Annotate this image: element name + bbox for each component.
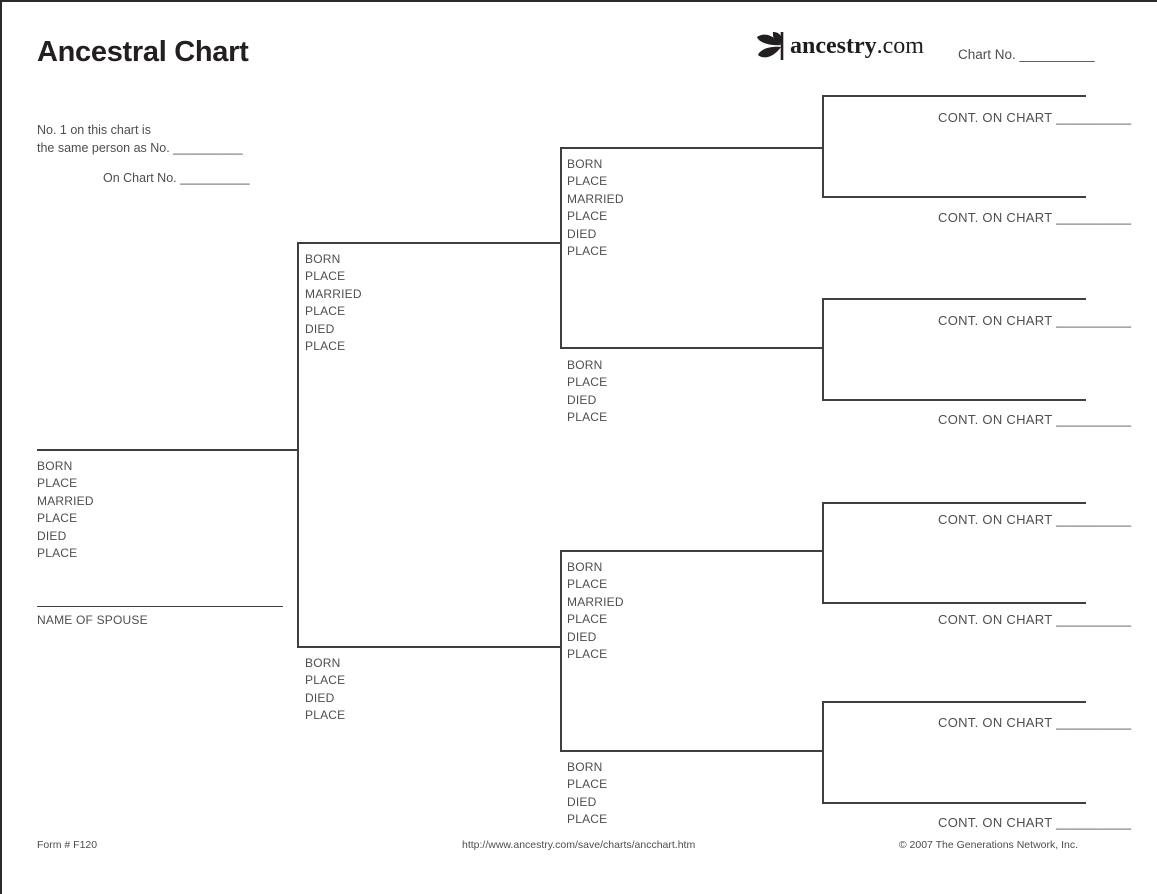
field-label: BORN [567, 157, 603, 171]
gen4-bracket-4 [822, 701, 824, 803]
field-label: PLACE [567, 612, 608, 627]
paternal-grandmother-line [560, 347, 823, 349]
gen4-bracket-3 [822, 502, 824, 603]
field-label: PLACE [37, 511, 78, 526]
field-label: PLACE [567, 577, 608, 592]
field-label: BORN [567, 560, 603, 574]
field-label: PLACE [305, 339, 346, 354]
field-label: BORN [567, 358, 603, 372]
field-label: DIED [567, 392, 597, 407]
great-grandparent-line-3 [822, 298, 1086, 300]
father-fields: BORN PLACE MARRIED PLACE DIED PLACE [305, 251, 362, 355]
paternal-grandfather-fields: BORN PLACE MARRIED PLACE DIED PLACE [567, 156, 624, 260]
maternal-grandfather-fields: BORN PLACE MARRIED PLACE DIED PLACE [567, 559, 624, 663]
field-label: PLACE [567, 174, 608, 189]
gen2-bracket-line [297, 242, 299, 648]
maternal-grandmother-fields: BORN PLACE DIED PLACE [567, 759, 607, 829]
great-grandparent-line-2 [822, 196, 1086, 198]
page-border-top [0, 0, 1157, 2]
person1-fields: BORN PLACE MARRIED PLACE DIED PLACE [37, 458, 94, 562]
gen4-bracket-1 [822, 95, 824, 198]
cont-on-chart-label-8: CONT. ON CHART __________ [938, 815, 1132, 830]
field-label: DIED [567, 226, 597, 241]
ancestry-logo: ancestry.com [752, 30, 924, 62]
field-label: PLACE [567, 812, 608, 827]
field-label: PLACE [567, 777, 608, 792]
great-grandparent-line-6 [822, 602, 1086, 604]
field-label: DIED [305, 321, 335, 336]
ancestry-leaf-icon [757, 32, 784, 60]
field-label: PLACE [37, 476, 78, 491]
great-grandparent-line-5 [822, 502, 1086, 504]
great-grandparent-line-1 [822, 95, 1086, 97]
mother-fields: BORN PLACE DIED PLACE [305, 655, 345, 725]
maternal-grandfather-line [560, 550, 823, 552]
paternal-grandfather-line [560, 147, 823, 149]
chart-reference-note: No. 1 on this chart is the same person a… [37, 121, 243, 157]
cont-on-chart-label-2: CONT. ON CHART __________ [938, 210, 1132, 225]
field-label: MARRIED [37, 493, 94, 508]
field-label: DIED [567, 794, 597, 809]
field-label: BORN [37, 459, 73, 473]
spouse-label: NAME OF SPOUSE [37, 613, 148, 627]
note-line-3: On Chart No. __________ [103, 171, 250, 185]
gen3-paternal-bracket-line [560, 147, 562, 348]
field-label: PLACE [305, 269, 346, 284]
gen4-bracket-2 [822, 298, 824, 400]
field-label: PLACE [567, 209, 608, 224]
logo-wordmark-bold: ancestry [790, 32, 877, 59]
cont-on-chart-label-3: CONT. ON CHART __________ [938, 313, 1132, 328]
field-label: PLACE [567, 410, 608, 425]
mother-name-line [297, 646, 561, 648]
chart-no-field: Chart No. __________ [958, 47, 1095, 62]
field-label: PLACE [305, 708, 346, 723]
page-title: Ancestral Chart [37, 36, 249, 68]
cont-on-chart-label-6: CONT. ON CHART __________ [938, 612, 1132, 627]
cont-on-chart-label-7: CONT. ON CHART __________ [938, 715, 1132, 730]
note-line-1: No. 1 on this chart is [37, 123, 151, 137]
cont-on-chart-label-4: CONT. ON CHART __________ [938, 412, 1132, 427]
great-grandparent-line-4 [822, 399, 1086, 401]
paternal-grandmother-fields: BORN PLACE DIED PLACE [567, 357, 607, 427]
field-label: PLACE [37, 546, 78, 561]
maternal-grandmother-line [560, 750, 823, 752]
cont-on-chart-label-5: CONT. ON CHART __________ [938, 512, 1132, 527]
field-label: BORN [305, 252, 341, 266]
field-label: DIED [567, 629, 597, 644]
footer-copyright: © 2007 The Generations Network, Inc. [898, 839, 1078, 851]
field-label: BORN [305, 656, 341, 670]
form-number: Form # F120 [37, 839, 98, 851]
field-label: PLACE [305, 304, 346, 319]
footer-url: http://www.ancestry.com/save/charts/ancc… [462, 839, 696, 851]
note-line-2: the same person as No. __________ [37, 141, 243, 155]
field-label: DIED [305, 690, 335, 705]
father-name-line [297, 242, 561, 244]
field-label: BORN [567, 760, 603, 774]
field-label: PLACE [567, 375, 608, 390]
field-label: DIED [37, 528, 67, 543]
logo-wordmark: ancestry.com [790, 33, 924, 60]
cont-on-chart-label-1: CONT. ON CHART __________ [938, 110, 1132, 125]
field-label: MARRIED [567, 594, 624, 609]
field-label: PLACE [567, 647, 608, 662]
page-border-left [0, 0, 2, 894]
field-label: PLACE [567, 244, 608, 259]
logo-wordmark-suffix: .com [876, 32, 924, 59]
field-label: MARRIED [567, 191, 624, 206]
spouse-name-line [37, 606, 283, 607]
great-grandparent-line-8 [822, 802, 1086, 804]
field-label: MARRIED [305, 286, 362, 301]
gen3-maternal-bracket-line [560, 550, 562, 751]
field-label: PLACE [305, 673, 346, 688]
great-grandparent-line-7 [822, 701, 1086, 703]
person1-name-line [37, 449, 298, 451]
